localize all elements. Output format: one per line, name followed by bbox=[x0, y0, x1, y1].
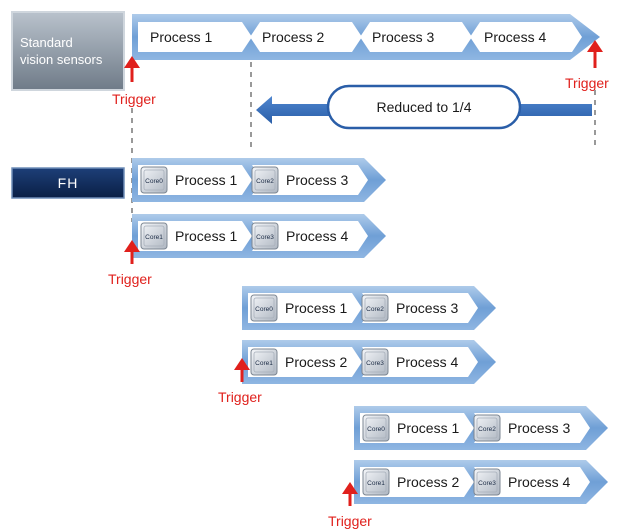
cpu-core-icon: Core3 bbox=[251, 222, 279, 250]
standard-sensor-section: Standard vision sensors Process 1 Proces… bbox=[11, 11, 609, 107]
standard-process-3: Process 3 bbox=[372, 29, 434, 45]
reduction-indicator: Reduced to 1/4 bbox=[256, 84, 592, 130]
fh-core-row: Core1 Process 1 Core3 Process 4 bbox=[132, 214, 386, 258]
fh-process-cell bbox=[474, 413, 590, 443]
fh-core-row: Core0 Process 1 Core2 Process 3 bbox=[242, 286, 496, 330]
cpu-core-icon: Core3 bbox=[473, 468, 501, 496]
fh-process-label: Process 4 bbox=[396, 354, 458, 370]
trigger-label: Trigger bbox=[328, 513, 372, 529]
fh-process-cell bbox=[362, 293, 478, 323]
cpu-core-icon: Core2 bbox=[473, 414, 501, 442]
cpu-core-icon: Core0 bbox=[140, 166, 168, 194]
cpu-core-icon: Core3 bbox=[361, 348, 389, 376]
core-label: Core2 bbox=[256, 178, 274, 185]
trigger-arrow-up-icon bbox=[587, 40, 603, 68]
standard-sensor-box bbox=[11, 11, 125, 91]
fh-core-row: Core1 Process 2 Core3 Process 4 bbox=[242, 340, 496, 384]
fh-process-cell bbox=[252, 221, 368, 251]
standard-sensor-label-line1: Standard bbox=[20, 35, 73, 50]
cpu-core-icon: Core2 bbox=[361, 294, 389, 322]
fh-process-label: Process 3 bbox=[508, 420, 570, 436]
fh-process-cell bbox=[252, 165, 368, 195]
trigger-label: Trigger bbox=[112, 91, 156, 107]
fh-core-row: Core0 Process 1 Core2 Process 3 bbox=[132, 158, 386, 202]
fh-label: FH bbox=[58, 175, 79, 191]
core-label: Core3 bbox=[256, 234, 274, 241]
cpu-core-icon: Core0 bbox=[362, 414, 390, 442]
fh-process-label: Process 4 bbox=[508, 474, 570, 490]
fh-process-label: Process 2 bbox=[397, 474, 459, 490]
core-label: Core2 bbox=[366, 306, 384, 313]
core-label: Core3 bbox=[478, 480, 496, 487]
fh-group: Core0 Process 1 Core2 Process 3 Core1 Process… bbox=[218, 286, 496, 405]
reduction-label: Reduced to 1/4 bbox=[377, 99, 472, 115]
standard-process-1: Process 1 bbox=[150, 29, 212, 45]
core-label: Core1 bbox=[255, 360, 273, 367]
core-label: Core0 bbox=[145, 178, 163, 185]
cpu-core-icon: Core1 bbox=[362, 468, 390, 496]
fh-process-cell bbox=[362, 347, 478, 377]
fh-process-label: Process 2 bbox=[285, 354, 347, 370]
fh-process-label: Process 1 bbox=[397, 420, 459, 436]
standard-process-cell bbox=[360, 22, 472, 52]
core-label: Core3 bbox=[366, 360, 384, 367]
core-label: Core1 bbox=[367, 480, 385, 487]
standard-process-cells bbox=[138, 22, 582, 52]
fh-process-label: Process 3 bbox=[286, 172, 348, 188]
fh-group: Core0 Process 1 Core2 Process 3 Core1 Process… bbox=[328, 406, 608, 529]
cpu-core-icon: Core1 bbox=[250, 348, 278, 376]
fh-process-label: Process 1 bbox=[285, 300, 347, 316]
fh-process-label: Process 4 bbox=[286, 228, 348, 244]
cpu-core-icon: Core0 bbox=[250, 294, 278, 322]
trigger-label: Trigger bbox=[218, 389, 262, 405]
trigger-label: Trigger bbox=[565, 75, 609, 91]
cpu-core-icon: Core2 bbox=[251, 166, 279, 194]
standard-process-cell bbox=[250, 22, 362, 52]
fh-process-label: Process 3 bbox=[396, 300, 458, 316]
standard-process-cell bbox=[470, 22, 582, 52]
trigger-label: Trigger bbox=[108, 271, 152, 287]
fh-process-cell bbox=[474, 467, 590, 497]
fh-process-label: Process 1 bbox=[175, 172, 237, 188]
fh-label-box: FH bbox=[11, 167, 125, 199]
fh-process-label: Process 1 bbox=[175, 228, 237, 244]
standard-process-4: Process 4 bbox=[484, 29, 546, 45]
standard-sensor-label-line2: vision sensors bbox=[20, 52, 103, 67]
standard-process-2: Process 2 bbox=[262, 29, 324, 45]
fh-core-row: Core0 Process 1 Core2 Process 3 bbox=[354, 406, 608, 450]
core-label: Core2 bbox=[478, 426, 496, 433]
trigger-arrow-up-icon bbox=[234, 358, 250, 382]
core-label: Core1 bbox=[145, 234, 163, 241]
reduction-bubble bbox=[326, 84, 522, 130]
core-label: Core0 bbox=[255, 306, 273, 313]
trigger-arrow-up-icon bbox=[124, 240, 140, 264]
core-label: Core0 bbox=[367, 426, 385, 433]
fh-core-row: Core1 Process 2 Core3 Process 4 bbox=[354, 460, 608, 504]
cpu-core-icon: Core1 bbox=[140, 222, 168, 250]
standard-process-cell bbox=[138, 22, 252, 52]
trigger-arrow-up-icon bbox=[342, 482, 358, 506]
trigger-arrow-up-icon bbox=[124, 56, 140, 82]
